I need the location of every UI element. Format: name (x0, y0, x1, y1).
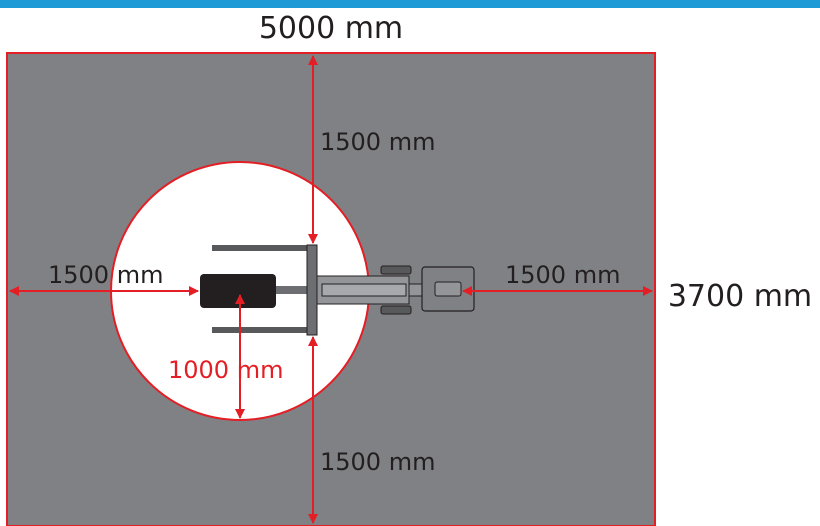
fork-lower (212, 327, 307, 333)
wheel-lower (380, 305, 412, 315)
label-radius: 1000 mm (168, 356, 283, 384)
forklift-top-view (200, 244, 475, 336)
fork-upper (212, 245, 307, 251)
boom-inner (321, 283, 407, 297)
label-bottom-clearance: 1500 mm (320, 448, 435, 476)
label-height: 3700 mm (668, 279, 812, 314)
label-width: 5000 mm (259, 11, 403, 46)
label-left-clearance: 1500 mm (48, 261, 163, 289)
wheel-upper (380, 265, 412, 275)
label-top-clearance: 1500 mm (320, 128, 435, 156)
load-block (200, 274, 276, 308)
top-accent-bar (0, 0, 820, 8)
rear-unit-inner (434, 281, 462, 297)
label-right-clearance: 1500 mm (505, 261, 620, 289)
mast (306, 244, 318, 336)
fork-shaft (276, 286, 308, 294)
